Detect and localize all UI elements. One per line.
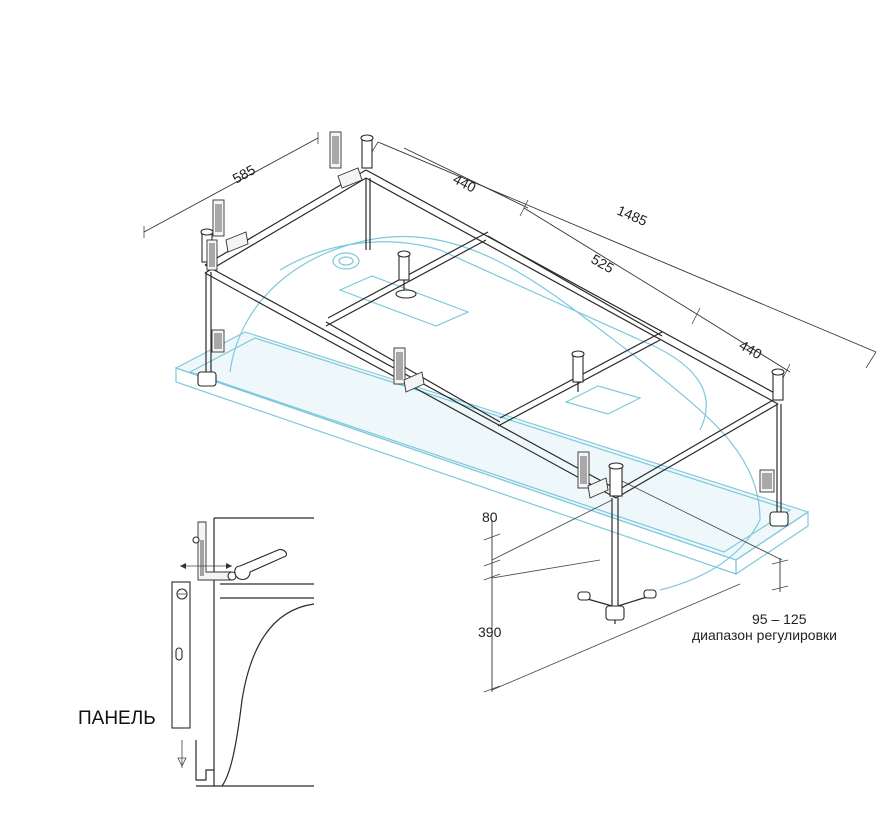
frame-end-left-2 [204, 177, 367, 274]
frame-cross-1b [325, 239, 487, 327]
dim-segment-2: 525 [589, 251, 617, 277]
detail-panel-label: ПАНЕЛЬ [78, 708, 156, 729]
wrench-icon [234, 548, 287, 581]
detail-bottom-clip [195, 740, 214, 781]
dim-frame-height: 80 [482, 509, 498, 525]
frame-spine-2 [325, 321, 501, 423]
panel-detail: ПАНЕЛЬ [78, 517, 315, 787]
tub-rim-inner [189, 337, 792, 553]
dimension-lines [143, 132, 877, 693]
frame-spine [487, 235, 663, 337]
tub-body [229, 236, 761, 591]
dim-segment-3: 440 [737, 337, 765, 363]
tub-headrest [564, 385, 642, 415]
detail-tub-wall [221, 603, 315, 787]
tub-base-side [735, 510, 809, 576]
frame-end-right-2 [615, 403, 779, 499]
screw-icon [192, 536, 200, 544]
dim-adjust-range: 95 – 125 [752, 611, 807, 627]
dim-leg-height: 390 [478, 624, 502, 640]
tub-slot [338, 275, 470, 327]
frame-rail-back [365, 169, 781, 397]
support-frame [197, 131, 789, 624]
mounting-brackets [206, 131, 775, 499]
arrow-down-icon [177, 757, 187, 767]
frame-rail-back-2 [365, 177, 779, 405]
frame-end-right [617, 395, 781, 491]
dim-adjust-caption: диапазон регулировки [692, 627, 837, 643]
frame-cross-2b [497, 339, 661, 427]
leg-feet [197, 371, 789, 624]
tub-drain [332, 252, 360, 270]
tub-drain-inner [338, 256, 354, 266]
dim-width-left: 585 [230, 161, 258, 186]
tub-inner-contour [279, 241, 707, 431]
dim-total-length: 1485 [615, 202, 650, 229]
bathtub [174, 236, 810, 591]
